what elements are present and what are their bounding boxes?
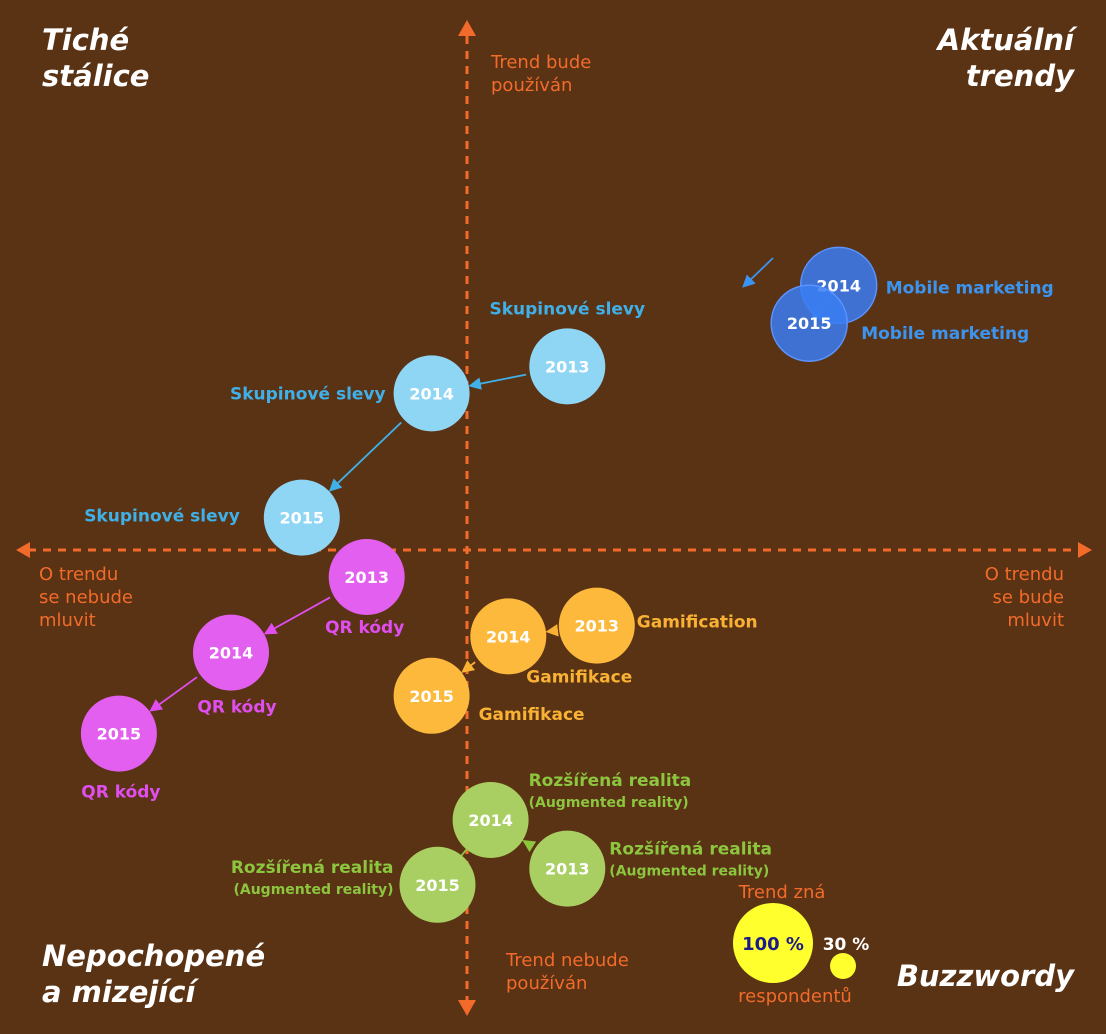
bubble-qr-2014 bbox=[193, 614, 269, 691]
bubble-year-label: 2014 bbox=[468, 811, 513, 830]
y-axis-bottom-arrow bbox=[458, 1000, 476, 1016]
bubble-year-label: 2015 bbox=[97, 725, 142, 744]
point-sublabel: (Augmented reality) bbox=[609, 864, 769, 880]
trend-arrow bbox=[461, 660, 476, 673]
bubble-qr-2013 bbox=[328, 539, 405, 615]
x-axis-right-label: O trendu se bude mluvit bbox=[984, 564, 1064, 631]
trend-arrow bbox=[328, 421, 402, 492]
quadrant-label-bottom-left: Nepochopené a mizející bbox=[42, 939, 266, 1009]
trend-arrow bbox=[522, 840, 537, 853]
bubble-ar-2014 bbox=[452, 782, 529, 858]
point-label: Gamifikace bbox=[479, 705, 585, 725]
point-label: QR kódy bbox=[325, 618, 404, 638]
point-label: Rozšířená realita bbox=[529, 771, 692, 791]
bubble-mobile-2015 bbox=[770, 284, 848, 362]
bubble-gamification-2013 bbox=[558, 587, 635, 664]
series-ar: 2013 Rozšířená realita (Augmented reality)… bbox=[231, 771, 772, 923]
bubble-year-label: 2014 bbox=[486, 627, 531, 646]
legend-bubble-large bbox=[733, 903, 813, 983]
x-axis-left-arrow bbox=[16, 542, 30, 558]
legend-footer: respondentů bbox=[738, 986, 852, 1007]
series-qr: 2013 QR kódy 2014 QR kódy 2015 QR kódy bbox=[80, 539, 405, 803]
bubble-year-label: 2013 bbox=[545, 357, 590, 376]
bubble-skupinove-2015 bbox=[263, 479, 340, 556]
y-axis-bottom-label: Trend nebude používán bbox=[506, 950, 629, 994]
x-axis-left-label: O trendu se nebude mluvit bbox=[39, 564, 133, 631]
quadrant-label-top-right: Aktuální trendy bbox=[937, 23, 1074, 93]
point-sublabel: (Augmented reality) bbox=[233, 882, 393, 898]
x-axis-right-arrow bbox=[1078, 542, 1092, 558]
point-label: Skupinové slevy bbox=[84, 507, 240, 527]
y-axis-top-arrow bbox=[458, 20, 476, 36]
bubble-year-label: 2015 bbox=[409, 687, 454, 706]
bubble-gamification-2014 bbox=[470, 598, 547, 675]
bubble-skupinove-2013 bbox=[529, 328, 606, 405]
point-label: Rozšířená realita bbox=[231, 858, 394, 878]
bubble-skupinove-2014 bbox=[393, 355, 470, 432]
point-label: QR kódy bbox=[197, 698, 276, 718]
y-axis-top-label: Trend bude používán bbox=[491, 52, 592, 96]
trend-arrow bbox=[468, 373, 527, 390]
legend-bubble-small-label: 30 % bbox=[823, 935, 870, 955]
legend-bubble-small bbox=[830, 953, 856, 979]
point-label: Rozšířená realita bbox=[609, 840, 772, 860]
point-label: Gamification bbox=[637, 613, 758, 633]
bubble-year-label: 2015 bbox=[787, 314, 832, 333]
bubble-year-label: 2014 bbox=[209, 644, 254, 663]
quadrant-label-bottom-right: Buzzwordy bbox=[896, 959, 1074, 993]
point-label: Skupinové slevy bbox=[230, 384, 386, 404]
bubble-year-label: 2013 bbox=[344, 568, 389, 587]
trend-arrow bbox=[545, 624, 559, 637]
bubble-year-label: 2014 bbox=[409, 384, 454, 403]
size-legend: Trend zná 100 % 30 % respondentů bbox=[733, 882, 869, 1007]
bubble-year-label: 2013 bbox=[545, 860, 590, 879]
trend-arrow bbox=[149, 676, 198, 712]
trend-arrow bbox=[742, 257, 774, 288]
legend-title: Trend zná bbox=[738, 882, 826, 903]
bubble-ar-2013 bbox=[529, 830, 606, 907]
bubble-qr-2015 bbox=[80, 695, 157, 772]
point-label: Mobile marketing bbox=[861, 324, 1029, 344]
trend-arrow bbox=[263, 596, 331, 635]
quadrant-label-top-left: Tiché stálice bbox=[42, 23, 150, 93]
bubble-year-label: 2015 bbox=[415, 876, 460, 895]
bubble-ar-2015 bbox=[399, 846, 476, 923]
point-label: Mobile marketing bbox=[886, 278, 1054, 298]
point-label: Skupinové slevy bbox=[489, 299, 645, 319]
point-label: QR kódy bbox=[81, 783, 160, 803]
point-sublabel: (Augmented reality) bbox=[529, 795, 689, 811]
bubble-gamification-2015 bbox=[393, 657, 470, 734]
point-label: Gamifikace bbox=[526, 667, 632, 687]
bubble-year-label: 2015 bbox=[280, 509, 325, 528]
legend-bubble-large-label: 100 % bbox=[742, 934, 804, 955]
bubble-year-label: 2013 bbox=[575, 617, 620, 636]
